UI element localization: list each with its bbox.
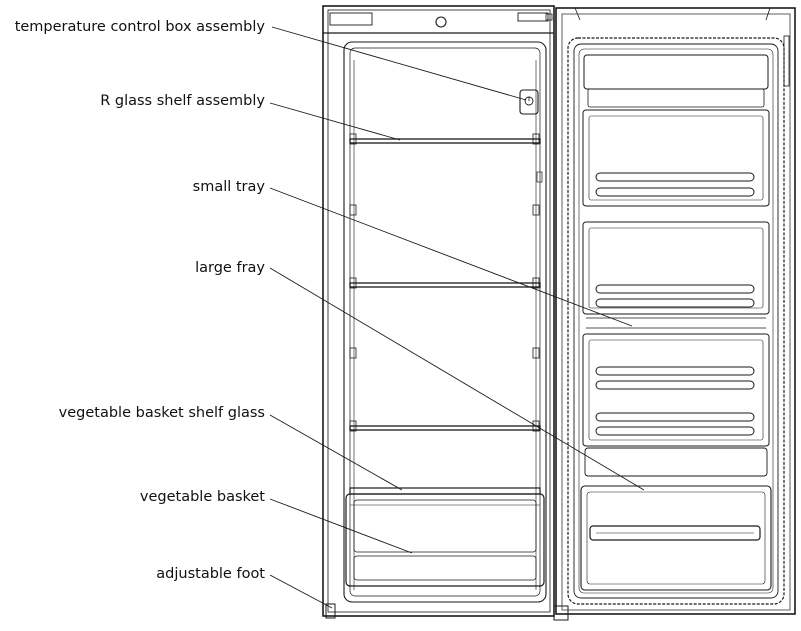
label-r-glass-shelf: R glass shelf assembly — [100, 93, 265, 109]
leader-small-tray — [269, 187, 633, 327]
leader-vegetable-shelf-glass — [269, 414, 403, 491]
label-small-tray: small tray — [193, 179, 266, 195]
top-knob-icon — [435, 16, 447, 28]
interior-liner — [343, 41, 547, 603]
glass-shelves — [349, 138, 541, 431]
door — [555, 7, 796, 615]
vegetable-basket-area — [345, 487, 545, 587]
glass-shelf-1 — [349, 138, 541, 144]
label-large-fray: large fray — [195, 260, 265, 276]
leader-large-fray — [269, 267, 645, 491]
glass-shelf-2 — [349, 282, 541, 288]
top-vent-right — [517, 12, 549, 22]
label-adjustable-foot: adjustable foot — [156, 566, 265, 582]
label-vegetable-basket: vegetable basket — [140, 489, 265, 505]
labels: temperature control box assembly R glass… — [15, 19, 266, 582]
temperature-control-box — [519, 89, 539, 115]
vegetable-shelf-glass — [349, 487, 541, 495]
leader-lines — [269, 26, 645, 609]
leader-temperature-control — [271, 26, 527, 101]
vegetable-basket — [345, 493, 545, 587]
leader-vegetable-basket — [269, 498, 413, 554]
feet — [325, 603, 569, 621]
glass-shelf-3 — [349, 425, 541, 431]
cabinet — [322, 5, 555, 617]
leader-r-glass-shelf — [269, 102, 401, 141]
leader-adjustable-foot — [269, 574, 333, 609]
label-vegetable-shelf-glass: vegetable basket shelf glass — [59, 405, 265, 421]
top-vent-left — [329, 12, 373, 26]
label-temperature-control: temperature control box assembly — [15, 19, 266, 35]
